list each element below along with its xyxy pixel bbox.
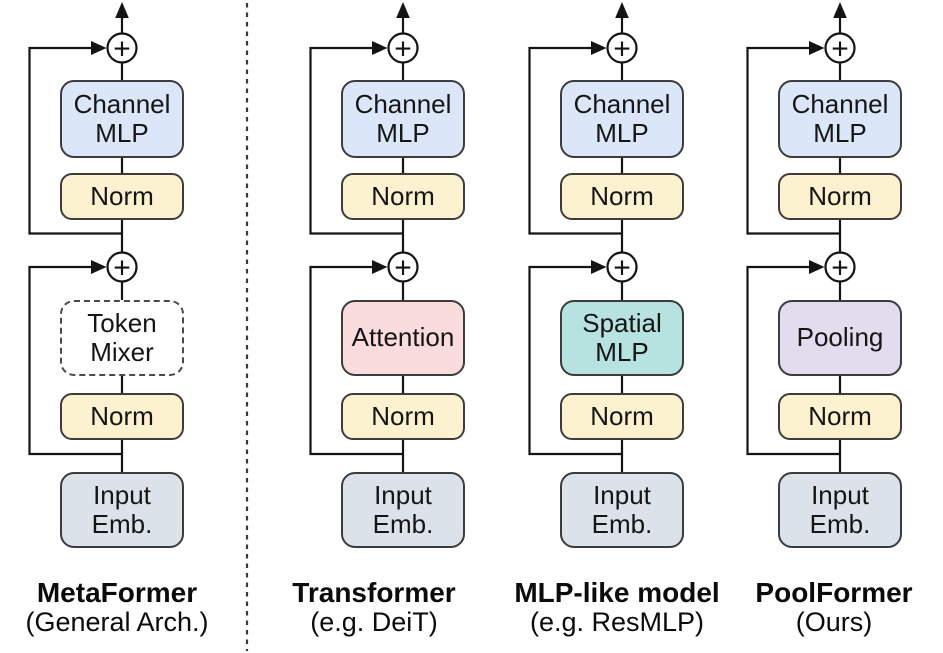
token-mixer-box: Token Mixer [60,300,184,376]
column-label-transformer: Transformer (e.g. DeiT) [234,578,514,637]
norm-label: Norm [590,400,654,431]
column-wiring-mlp-like: + + [528,0,638,474]
plus-icon: + [394,252,412,285]
input-emb-box: Input Emb. [778,472,902,548]
column-subtitle: (e.g. DeiT) [310,607,438,637]
attention-label: Attention [351,322,455,353]
input-emb-label: Input Emb. [372,479,434,539]
norm-label: Norm [808,400,872,431]
residual-add-circle [606,251,638,283]
channel-mlp-label: Channel MLP [73,88,171,148]
residual-add-circle [106,32,138,64]
norm-box: Norm [778,173,902,220]
norm-box: Norm [560,393,684,440]
norm-box: Norm [60,173,184,220]
input-emb-box: Input Emb. [560,472,684,548]
norm-label: Norm [90,180,154,211]
norm-box: Norm [560,173,684,220]
norm-label: Norm [808,180,872,211]
residual-add-circle [106,251,138,283]
plus-icon: + [613,252,631,285]
residual-add-circle [387,251,419,283]
input-emb-label: Input Emb. [809,479,871,539]
norm-box: Norm [341,393,465,440]
column-label-metaformer: MetaFormer (General Arch.) [0,578,257,637]
plus-icon: + [113,252,131,285]
channel-mlp-label: Channel MLP [791,88,889,148]
plus-icon: + [831,33,849,66]
norm-box: Norm [60,393,184,440]
residual-add-circle [606,32,638,64]
norm-label: Norm [590,180,654,211]
norm-label: Norm [371,180,435,211]
norm-box: Norm [341,173,465,220]
residual-add-circle [387,32,419,64]
plus-icon: + [613,33,631,66]
token-mixer-label: Token Mixer [87,307,157,367]
input-emb-label: Input Emb. [91,479,153,539]
residual-add-circle [824,32,856,64]
column-label-poolformer: PoolFormer (Ours) [694,578,943,637]
pooling-label: Pooling [796,322,884,353]
channel-mlp-box: Channel MLP [60,80,184,158]
norm-label: Norm [371,400,435,431]
channel-mlp-box: Channel MLP [560,80,684,158]
column-label-mlp-like: MLP-like model (e.g. ResMLP) [477,578,757,637]
pooling-box: Pooling [778,300,902,376]
plus-icon: + [394,33,412,66]
channel-mlp-box: Channel MLP [778,80,902,158]
column-subtitle: (e.g. ResMLP) [529,607,705,637]
column-title: Transformer [292,577,456,608]
column-subtitle: (General Arch.) [25,607,209,637]
input-emb-label: Input Emb. [591,479,653,539]
attention-box: Attention [341,300,465,376]
channel-mlp-label: Channel MLP [573,88,671,148]
column-title: PoolFormer [755,577,913,608]
plus-icon: + [831,252,849,285]
column-wiring-poolformer: + + [746,0,856,474]
norm-label: Norm [90,400,154,431]
input-emb-box: Input Emb. [341,472,465,548]
residual-add-circle [824,251,856,283]
column-wiring-transformer: + + [309,0,419,474]
channel-mlp-label: Channel MLP [354,88,452,148]
channel-mlp-box: Channel MLP [341,80,465,158]
column-title: MetaFormer [36,577,198,608]
column-title: MLP-like model [514,577,720,608]
column-subtitle: (Ours) [795,607,873,637]
spatial-mlp-label: Spatial MLP [582,307,662,367]
spatial-mlp-box: Spatial MLP [560,300,684,376]
norm-box: Norm [778,393,902,440]
column-wiring-metaformer: + + [28,0,138,474]
plus-icon: + [113,33,131,66]
input-emb-box: Input Emb. [60,472,184,548]
